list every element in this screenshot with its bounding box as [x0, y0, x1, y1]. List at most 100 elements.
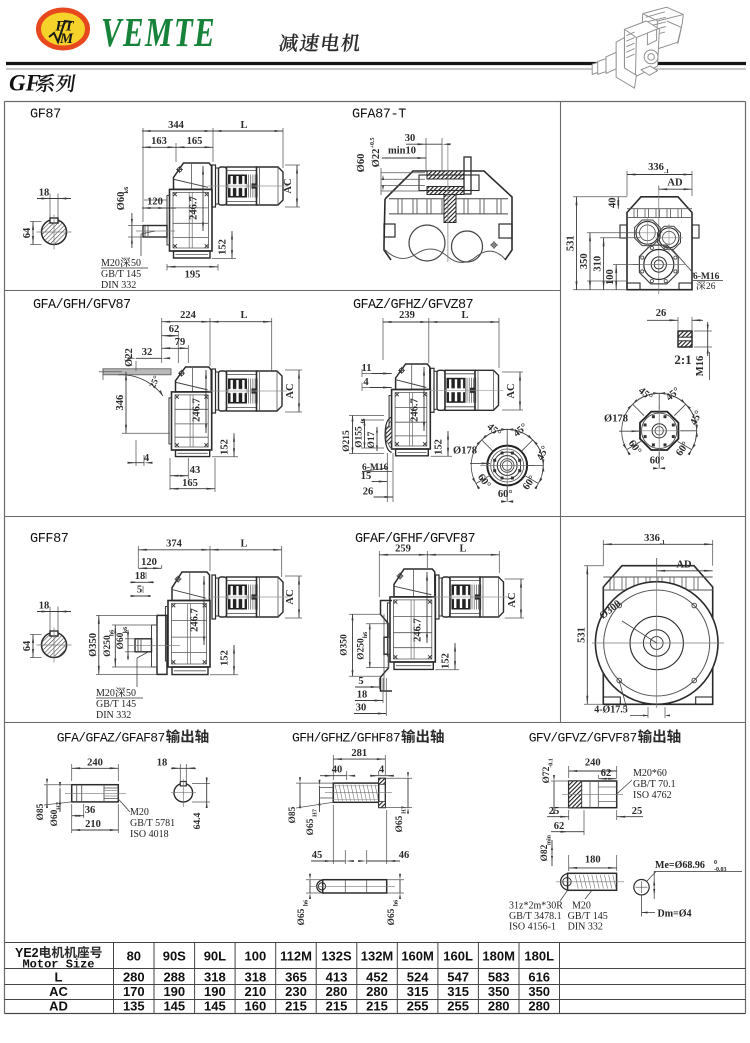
svg-text:M20: M20 [130, 807, 149, 818]
svg-text:GB/T 70.1: GB/T 70.1 [633, 779, 676, 790]
svg-text:160M: 160M [401, 949, 434, 964]
svg-text:112M: 112M [280, 949, 312, 964]
svg-text:30: 30 [405, 133, 416, 144]
svg-text:ISO 4762: ISO 4762 [633, 790, 672, 801]
svg-text:H7: H7 [313, 809, 319, 817]
svg-text:281: 281 [351, 748, 367, 759]
svg-text:Ø65: Ø65 [306, 818, 316, 835]
svg-text:50: 50 [131, 258, 141, 269]
svg-text:GF: GF [9, 71, 41, 96]
svg-text:AD: AD [676, 560, 692, 571]
svg-text:120: 120 [147, 197, 163, 208]
svg-text:60°: 60° [650, 456, 665, 467]
svg-text:246.7: 246.7 [410, 398, 421, 422]
svg-text:DIN 332: DIN 332 [101, 280, 136, 291]
svg-text:374: 374 [166, 539, 183, 550]
svg-text:315: 315 [447, 984, 469, 999]
svg-text:26: 26 [363, 487, 374, 498]
svg-text:18: 18 [357, 690, 368, 701]
svg-text:M20*60: M20*60 [633, 768, 667, 779]
svg-text:246.7: 246.7 [413, 618, 424, 642]
svg-text:Ø155: Ø155 [355, 426, 365, 448]
svg-text:GB/T 145: GB/T 145 [568, 911, 608, 922]
svg-text:215: 215 [366, 998, 388, 1013]
svg-text:210: 210 [85, 819, 101, 830]
svg-text:11: 11 [362, 363, 372, 374]
svg-text:26: 26 [706, 282, 716, 292]
svg-text:GFH/GFHZ/GFHF87: GFH/GFHZ/GFHF87 [292, 731, 400, 746]
svg-text:DIN 332: DIN 332 [568, 922, 603, 933]
svg-text:40: 40 [332, 764, 343, 775]
svg-text:531: 531 [566, 235, 577, 251]
svg-text:GFA87-T: GFA87-T [352, 108, 406, 123]
svg-text:YE2: YE2 [15, 946, 39, 960]
svg-text:152: 152 [218, 239, 229, 255]
svg-text:Ø22: Ø22 [124, 348, 135, 367]
svg-text:M: M [59, 31, 74, 47]
svg-text:4: 4 [363, 377, 369, 388]
svg-text:25: 25 [632, 806, 643, 817]
svg-text:79: 79 [175, 337, 186, 348]
svg-text:L: L [240, 120, 247, 131]
svg-text:M20: M20 [96, 688, 115, 699]
svg-text:5: 5 [137, 585, 142, 596]
svg-text:46: 46 [399, 850, 410, 861]
svg-text:246.7: 246.7 [192, 398, 203, 422]
svg-text:18: 18 [157, 758, 168, 769]
svg-text:318: 318 [245, 969, 267, 984]
svg-text:64.4: 64.4 [193, 812, 203, 829]
svg-text:Ø85: Ø85 [288, 806, 298, 823]
svg-text:210: 210 [245, 984, 267, 999]
svg-text:160: 160 [245, 998, 267, 1013]
svg-text:Ø178: Ø178 [604, 414, 628, 425]
svg-text:160L: 160L [443, 949, 473, 964]
svg-text:Ø60: Ø60 [116, 192, 127, 211]
svg-text:L: L [240, 310, 247, 321]
svg-text:2:1: 2:1 [674, 352, 691, 367]
svg-text:62: 62 [169, 324, 180, 335]
svg-text:190: 190 [163, 984, 185, 999]
svg-text:M20: M20 [572, 901, 591, 912]
svg-text:145: 145 [204, 998, 226, 1013]
svg-text:AC: AC [506, 383, 517, 398]
svg-text:-0.1: -0.1 [549, 758, 555, 768]
svg-text:318: 318 [204, 969, 226, 984]
svg-text:Ø250: Ø250 [357, 638, 367, 660]
svg-text:90S: 90S [163, 949, 186, 964]
svg-text:583: 583 [488, 969, 510, 984]
svg-text:215: 215 [285, 998, 307, 1013]
svg-text:GFAZ/GFHZ/GFVZ87: GFAZ/GFHZ/GFVZ87 [353, 298, 474, 313]
svg-text:18: 18 [39, 188, 50, 199]
svg-text:AD: AD [667, 178, 683, 189]
svg-text:GFF87: GFF87 [30, 532, 69, 547]
svg-text:min10: min10 [388, 146, 416, 157]
svg-text:min: min [547, 834, 553, 845]
svg-text:AC: AC [285, 589, 296, 604]
svg-text:ISO 4018: ISO 4018 [130, 829, 169, 840]
svg-text:GFA/GFAZ/GFAF87: GFA/GFAZ/GFAF87 [57, 731, 165, 746]
svg-text:152: 152 [220, 439, 231, 455]
svg-text:Motor Size: Motor Size [22, 958, 94, 972]
svg-text:280: 280 [488, 998, 510, 1013]
svg-text:Ø215: Ø215 [342, 430, 352, 452]
svg-text:AD: AD [49, 998, 68, 1013]
svg-text:Ø350: Ø350 [340, 634, 350, 656]
svg-text:h6: h6 [110, 630, 116, 636]
svg-text:Me=Ø68.96: Me=Ø68.96 [655, 860, 705, 871]
svg-text:152: 152 [441, 653, 452, 669]
svg-text:350: 350 [488, 984, 510, 999]
svg-text:36: 36 [85, 805, 96, 816]
svg-text:GF87: GF87 [30, 108, 61, 123]
svg-text:Dm=Ø4: Dm=Ø4 [658, 909, 692, 920]
svg-text:25: 25 [549, 806, 560, 817]
svg-text:AC: AC [49, 984, 68, 999]
svg-text:H7: H7 [402, 806, 408, 814]
svg-text:25°: 25° [147, 374, 162, 390]
svg-text:Ø60: Ø60 [50, 809, 60, 826]
svg-text:90L: 90L [204, 949, 226, 964]
svg-text:Ø82: Ø82 [540, 844, 550, 861]
svg-text:346: 346 [115, 395, 126, 411]
svg-text:413: 413 [326, 969, 348, 984]
svg-text:524: 524 [407, 969, 429, 984]
svg-text:GB/T 3478.1: GB/T 3478.1 [509, 911, 562, 922]
